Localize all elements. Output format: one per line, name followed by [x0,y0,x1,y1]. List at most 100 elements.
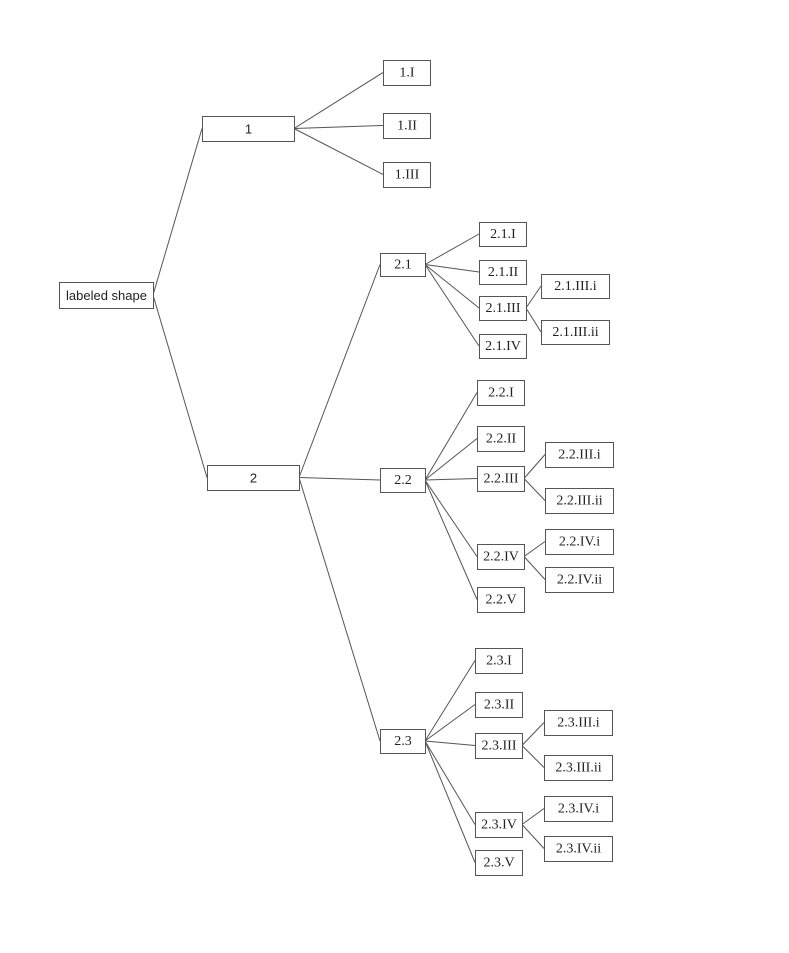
node-label: 2.2.III.ii [556,494,602,509]
edge-to-2-1-iii [424,264,480,309]
node-1-iii: 1.III [383,162,431,188]
edge-to-1-ii [293,125,384,129]
node-label: 1 [245,122,252,137]
node-2-2-iii-ii: 2.2.III.ii [545,488,614,514]
node-label: 2.1 [394,258,412,273]
node-box [380,468,426,493]
node-2-3-iv: 2.3.IV [475,812,523,838]
edge-to-1-iii [293,128,384,175]
node-label: 2.3.IV [481,818,517,833]
node-box [479,260,527,285]
node-box [383,60,431,86]
tree-nodes: labeled shape11.I1.II1.III22.12.1.I2.1.I… [59,60,614,876]
node-2-1-iii-i: 2.1.III.i [541,274,610,299]
edge-to-2-1-iv [424,264,480,347]
node-label: 2.3 [394,734,412,749]
node-2-2-iv: 2.2.IV [477,544,525,570]
node-label: 2.1.II [488,265,519,280]
node-label: 2.3.III.ii [555,761,601,776]
edge-to-2-1-i [424,233,480,265]
node-2-3-iii-i: 2.3.III.i [544,710,613,736]
node-2-3-iii: 2.3.III [475,733,523,759]
node-box [380,253,426,277]
edge-to-2-2-v [424,479,478,600]
node-2-2-iii-i: 2.2.III.i [545,442,614,468]
node-2-3-iii-ii: 2.3.III.ii [544,755,613,781]
node-box [545,442,614,468]
node-2-2: 2.2 [380,468,426,493]
node-box [544,796,613,822]
node-label: 2.1.IV [485,339,521,354]
edge-to-2-2-i [424,392,478,481]
node-box [479,296,527,321]
node-root: labeled shape [59,282,154,309]
node-2-1-iv: 2.1.IV [479,334,527,359]
node-label: labeled shape [66,288,147,303]
node-2-3-iv-ii: 2.3.IV.ii [544,836,613,862]
node-box [475,648,523,674]
node-box [383,162,431,188]
edge-to-1 [152,128,203,296]
edge-to-2-3-iv-ii [521,824,545,849]
edge-to-2-2-iii-i [523,454,546,479]
node-box [477,380,525,406]
edge-to-2-3-i [424,660,476,742]
node-label: 1.II [397,119,417,134]
edge-to-2-2-iv [424,479,478,557]
node-2-1-i: 2.1.I [479,222,527,247]
node-label: 2.1.III [486,301,521,316]
node-label: 2.3.II [484,698,515,713]
node-box [545,529,614,555]
node-label: 2.2.IV.ii [557,573,602,588]
node-2-2-i: 2.2.I [477,380,525,406]
node-label: 2.2.II [486,432,517,447]
edge-to-2-3-iii [424,740,476,746]
edge-to-2 [152,294,208,478]
edge-to-2-1-iii-ii [525,307,542,333]
edge-to-2-1-iii-i [525,285,542,309]
edge-to-2-3-iii-i [521,722,545,746]
node-box [477,544,525,570]
node-box [207,465,300,491]
node-box [479,222,527,247]
edge-to-2-1 [298,264,381,478]
node-label: 2.1.III.ii [552,325,598,340]
node-label: 2.3.III.i [557,716,599,731]
node-label: 2.3.IV.ii [556,842,601,857]
node-box [477,426,525,452]
node-1-ii: 1.II [383,113,431,139]
node-label: 2.2.V [485,593,516,608]
node-2-3-ii: 2.3.II [475,692,523,718]
node-2-1: 2.1 [380,253,426,277]
node-box [475,812,523,838]
node-box [477,587,525,613]
node-box [545,488,614,514]
node-2-2-iv-ii: 2.2.IV.ii [545,567,614,593]
node-2-1-iii: 2.1.III [479,296,527,321]
node-label: 2.3.V [483,856,514,871]
node-2-1-iii-ii: 2.1.III.ii [541,320,610,345]
edge-to-2-2-iii [424,478,478,481]
node-label: 1.III [395,168,420,183]
node-2-1-ii: 2.1.II [479,260,527,285]
node-label: 2.3.III [482,739,517,754]
node-label: 2.2 [394,473,412,488]
node-label: 2 [250,471,257,486]
node-2-2-iv-i: 2.2.IV.i [545,529,614,555]
node-label: 2.2.IV [483,550,519,565]
node-2-3-i: 2.3.I [475,648,523,674]
edge-to-2-3 [298,477,381,742]
node-label: 2.2.I [488,386,514,401]
node-box [477,466,525,492]
node-box [475,850,523,876]
node-box [545,567,614,593]
node-2-2-ii: 2.2.II [477,426,525,452]
edge-to-2-3-iv [424,740,476,825]
node-box [380,729,426,754]
node-box [541,274,610,299]
node-box [383,113,431,139]
edge-to-2-2 [298,477,381,481]
node-box [544,755,613,781]
node-label: 2.2.III [484,472,519,487]
